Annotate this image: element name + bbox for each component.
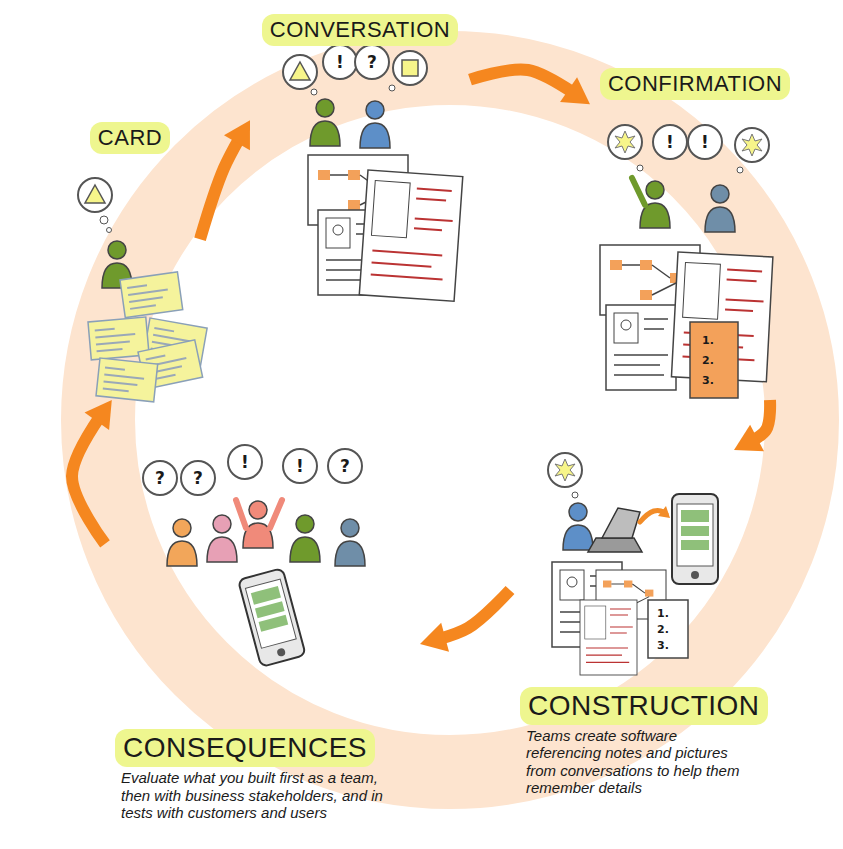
thought-bubble [653,125,687,159]
conversation-stage: CONVERSATION [250,10,470,300]
consequences-stage-art [143,445,365,667]
person-figure [310,99,340,146]
stage-heading: CARD [90,122,170,154]
conversation-stage-art [283,45,463,301]
arrow-head [224,120,250,150]
arrow-head [420,623,449,652]
card-stage-art [78,178,207,402]
bubble-symbol: ! [336,54,344,71]
confirmation-stage-art [600,125,773,398]
thought-bubble [143,461,177,495]
person-figure [335,519,365,566]
bubble-dot [311,89,317,95]
stage-heading: CONSTRUCTION [520,687,768,725]
square-idea [402,60,418,76]
bubble-dot [107,228,112,233]
consequences-stage: CONSEQUENCESEvaluate what you built firs… [105,440,420,825]
acceptance-list-card [690,322,738,398]
cycle-arrow-group [72,400,112,544]
list-number: 1. [657,608,669,619]
cycle-arrow [200,120,250,239]
laptop-base [588,538,642,552]
star-idea [555,459,575,481]
stage-heading: CONFIRMATION [600,68,790,100]
bubble-symbol: ! [296,458,304,475]
cycle-arrow [72,400,112,544]
build-arrow-head [658,506,670,518]
star-idea [742,134,762,156]
cycle-arrow-group [734,400,770,451]
thought-bubble [608,125,642,159]
person-figure [207,515,237,562]
notes-sheet [359,170,462,301]
cycle-ring [98,68,802,772]
cycle-arrow [470,69,590,104]
thought-bubble [283,55,317,89]
arrow-head [560,77,590,104]
triangle-idea [85,185,105,203]
stage-description: Teams create software referencing notes … [520,727,754,796]
bubble-symbol: ? [193,470,203,487]
thought-bubble [228,445,262,479]
construction-stage: CONSTRUCTIONTeams create software refere… [510,450,790,800]
person-figure [290,515,320,562]
thought-bubble [355,45,389,79]
triangle-idea [290,62,310,80]
bubble-symbol: ? [340,458,350,475]
confirmation-stage: CONFIRMATION [590,64,800,400]
bubble-dot [737,167,743,173]
person-figure [563,503,593,550]
story-card [120,272,183,318]
phone-app [238,568,306,667]
laptop-screen [602,508,640,538]
sketch-sheet [606,305,676,390]
thought-bubble [735,128,769,162]
construction-stage-art [548,453,718,675]
cycle-arrow-group [470,69,590,104]
list-number: 3. [657,640,669,651]
bubble-dot [100,216,108,224]
bubble-dot [389,85,395,91]
bubble-dot [572,492,578,498]
raised-arms [236,500,282,528]
story-card [96,358,158,402]
phone-app [672,494,718,584]
cycle-arrow-group [200,120,250,239]
stage-heading: CONVERSATION [262,14,458,46]
arrow-head [85,400,112,430]
list-number: 2. [702,355,714,366]
list-number: 2. [657,624,669,635]
stage-heading: CONSEQUENCES [115,729,375,767]
thought-bubble [548,453,582,487]
thought-bubble [78,178,112,212]
thought-bubble [328,449,362,483]
notes-sheet [580,600,637,675]
raised-arm [632,178,645,205]
list-number: 1. [702,335,714,346]
arrow-head [734,425,764,452]
bubble-symbol: ! [666,134,674,151]
person-figure [167,519,197,566]
person-figure [360,101,390,148]
thought-bubble [323,45,357,79]
card-stage: CARD [60,118,200,400]
thought-bubble [393,51,427,85]
bubble-symbol: ! [701,134,709,151]
thought-bubble [283,449,317,483]
bubble-symbol: ? [155,470,165,487]
bubble-symbol: ! [241,454,249,471]
cycle-arrow-group [420,590,510,652]
bubble-symbol: ? [367,54,377,71]
thought-bubble [688,125,722,159]
person-figure [705,185,735,232]
acceptance-list-card [648,600,688,658]
stage-description: Evaluate what you built first as a team,… [115,769,405,821]
star-idea [615,131,635,153]
thought-bubble [181,461,215,495]
bubble-dot [637,165,643,171]
list-number: 3. [702,375,714,386]
